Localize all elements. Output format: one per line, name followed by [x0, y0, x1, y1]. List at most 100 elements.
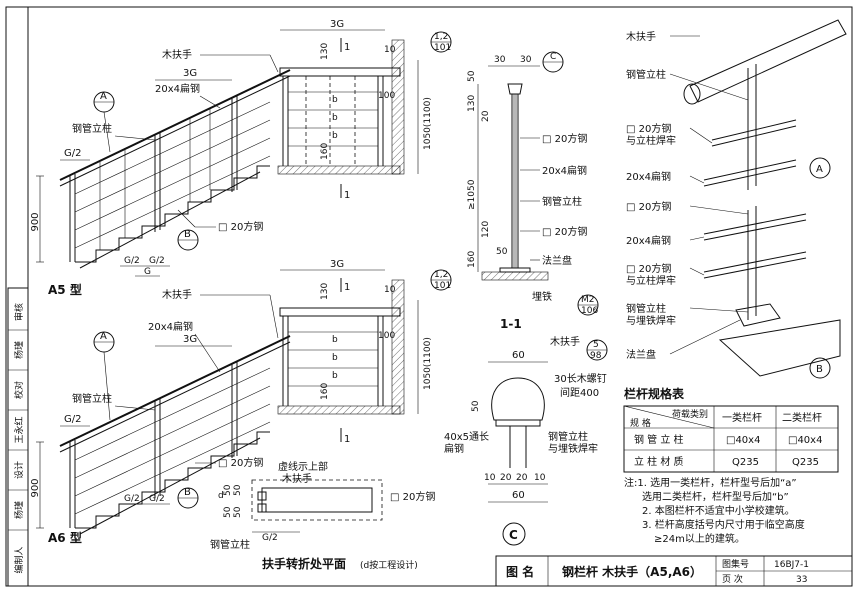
dim-label: 100 — [378, 91, 395, 101]
svg-text:50: 50 — [233, 506, 243, 518]
b-label: b — [332, 131, 338, 141]
svg-text:木扶手: 木扶手 — [626, 30, 656, 43]
dim-label: 900 — [30, 478, 41, 497]
spec-cell: Q235 — [732, 457, 759, 468]
dim-label: 1050(1100) — [423, 97, 433, 150]
svg-text:60: 60 — [512, 490, 525, 501]
turn-plan: 虚线示上部 木扶手 □ 20方钢 钢管立柱 50 50 50 50 d G/2 … — [210, 460, 435, 571]
dim-label: G/2 — [149, 494, 165, 504]
svg-text:50: 50 — [467, 70, 477, 82]
svg-text:虚线示上部: 虚线示上部 — [278, 460, 328, 473]
a5-type-title: A5 型 — [48, 282, 82, 297]
square-steel-label: □ 20方钢 — [218, 220, 263, 233]
square-steel-label: □ 20方钢 — [218, 456, 263, 469]
svg-text:20: 20 — [481, 110, 491, 122]
svg-text:钢管立柱: 钢管立柱 — [210, 538, 250, 551]
svg-text:120: 120 — [481, 221, 491, 238]
svg-text:98: 98 — [590, 351, 602, 361]
dim-label: G/2 — [149, 256, 165, 266]
drawing-title: 钢栏杆 木扶手（A5,A6） — [562, 564, 702, 579]
dim-label: 3G — [183, 334, 197, 345]
notes: 注:1. 选用一类栏杆，栏杆型号后加“a” 选用二类栏杆，栏杆型号后加“b” 2… — [624, 476, 805, 545]
svg-text:□ 20方钢: □ 20方钢 — [626, 122, 671, 135]
svg-text:与埋铁焊牢: 与埋铁焊牢 — [548, 442, 598, 455]
svg-text:50: 50 — [223, 506, 233, 518]
dim-label: G — [144, 267, 151, 277]
svg-text:50: 50 — [496, 247, 508, 257]
handrail-label: 木扶手 — [162, 48, 192, 61]
handrail-label: 木扶手 — [162, 288, 192, 301]
spec-cell: □40x4 — [726, 435, 760, 446]
spec-row-label: 立 柱 材 质 — [634, 455, 684, 468]
flat-steel-label: 20x4扁钢 — [148, 320, 193, 333]
elevation-upper: 3G 130 160 10 100 b b b 1050(1100) 1,2 1… — [277, 19, 452, 201]
spec-cell: Q235 — [792, 457, 819, 468]
svg-text:与立柱焊牢: 与立柱焊牢 — [626, 274, 676, 287]
svg-text:d: d — [218, 491, 224, 501]
b-label: b — [332, 371, 338, 381]
flat-steel-label: 20x4扁钢 — [155, 82, 200, 95]
svg-text:20x4扁钢: 20x4扁钢 — [626, 170, 671, 183]
svg-text:规 格: 规 格 — [630, 417, 651, 429]
svg-text:50: 50 — [471, 400, 481, 412]
detail-c: 木扶手 5 98 60 50 30长木螺钉 间距400 40x5通长 扁钢 钢管… — [444, 335, 608, 546]
b-label: b — [332, 353, 338, 363]
callout-a — [809, 157, 831, 179]
spec-row-label: 钢 管 立 柱 — [634, 433, 684, 446]
svg-text:20x4扁钢: 20x4扁钢 — [626, 234, 671, 247]
svg-text:30长木螺钉: 30长木螺钉 — [554, 373, 607, 385]
svg-text:C: C — [550, 52, 556, 62]
svg-text:1: 1 — [344, 190, 350, 201]
svg-text:30: 30 — [494, 55, 506, 65]
svg-text:钢管立柱: 钢管立柱 — [626, 302, 666, 315]
svg-text:20: 20 — [500, 473, 512, 483]
side-label: 王永红 — [13, 416, 25, 443]
svg-text:图集号: 图集号 — [722, 558, 749, 570]
detail-c-callout — [502, 522, 526, 546]
b-label: b — [332, 335, 338, 345]
dim-label: G/2 — [64, 148, 81, 159]
svg-text:50: 50 — [223, 484, 233, 496]
dim-label: 160 — [320, 383, 330, 400]
dim-label: 130 — [320, 43, 330, 60]
spec-cell: □40x4 — [788, 435, 822, 446]
note-line: 选用二类栏杆，栏杆型号后加“b” — [642, 490, 789, 503]
svg-text:101: 101 — [434, 43, 451, 53]
side-label: 杨瑾 — [13, 501, 25, 519]
svg-text:B: B — [184, 487, 191, 498]
dim-label: 3G — [183, 68, 197, 79]
svg-text:钢管立柱: 钢管立柱 — [548, 430, 588, 443]
svg-text:C: C — [509, 528, 518, 542]
note-line: 3. 栏杆高度括号内尺寸用于临空高度 — [642, 518, 805, 531]
section-title: 1-1 — [500, 317, 522, 331]
svg-text:□ 20方钢: □ 20方钢 — [626, 262, 671, 275]
dim-label: 1050(1100) — [423, 337, 433, 390]
atlas-number: 16BJ7-1 — [774, 560, 809, 570]
svg-text:法兰盘: 法兰盘 — [626, 348, 656, 361]
svg-text:与埋铁焊牢: 与埋铁焊牢 — [626, 314, 676, 327]
note-line: 2. 本图栏杆不适宜中小学校建筑。 — [642, 504, 795, 517]
svg-text:M2: M2 — [581, 295, 595, 305]
svg-text:A: A — [100, 91, 107, 102]
svg-text:20: 20 — [516, 473, 528, 483]
side-label: 杨瑾 — [13, 341, 25, 359]
svg-text:□ 20方钢: □ 20方钢 — [390, 490, 435, 503]
svg-text:页 次: 页 次 — [722, 573, 743, 585]
spec-table-title: 栏杆规格表 — [624, 386, 685, 401]
spec-header: 一类栏杆 — [722, 411, 762, 424]
turn-plan-title: 扶手转折处平面 — [262, 556, 346, 571]
dim-label: 3G — [330, 19, 344, 30]
side-label: 校对 — [13, 381, 25, 399]
side-label: 审核 — [13, 303, 25, 321]
svg-text:B: B — [816, 364, 823, 375]
a6-type-title: A6 型 — [48, 530, 82, 545]
svg-text:101: 101 — [434, 281, 451, 291]
section-label: 钢管立柱 — [542, 195, 582, 208]
svg-text:1: 1 — [344, 434, 350, 445]
dim-label: 3G — [330, 259, 344, 270]
sheet-frame — [5, 6, 853, 587]
embed-label: 埋铁 — [532, 290, 552, 303]
svg-text:A: A — [816, 164, 823, 175]
svg-text:5: 5 — [593, 340, 599, 350]
